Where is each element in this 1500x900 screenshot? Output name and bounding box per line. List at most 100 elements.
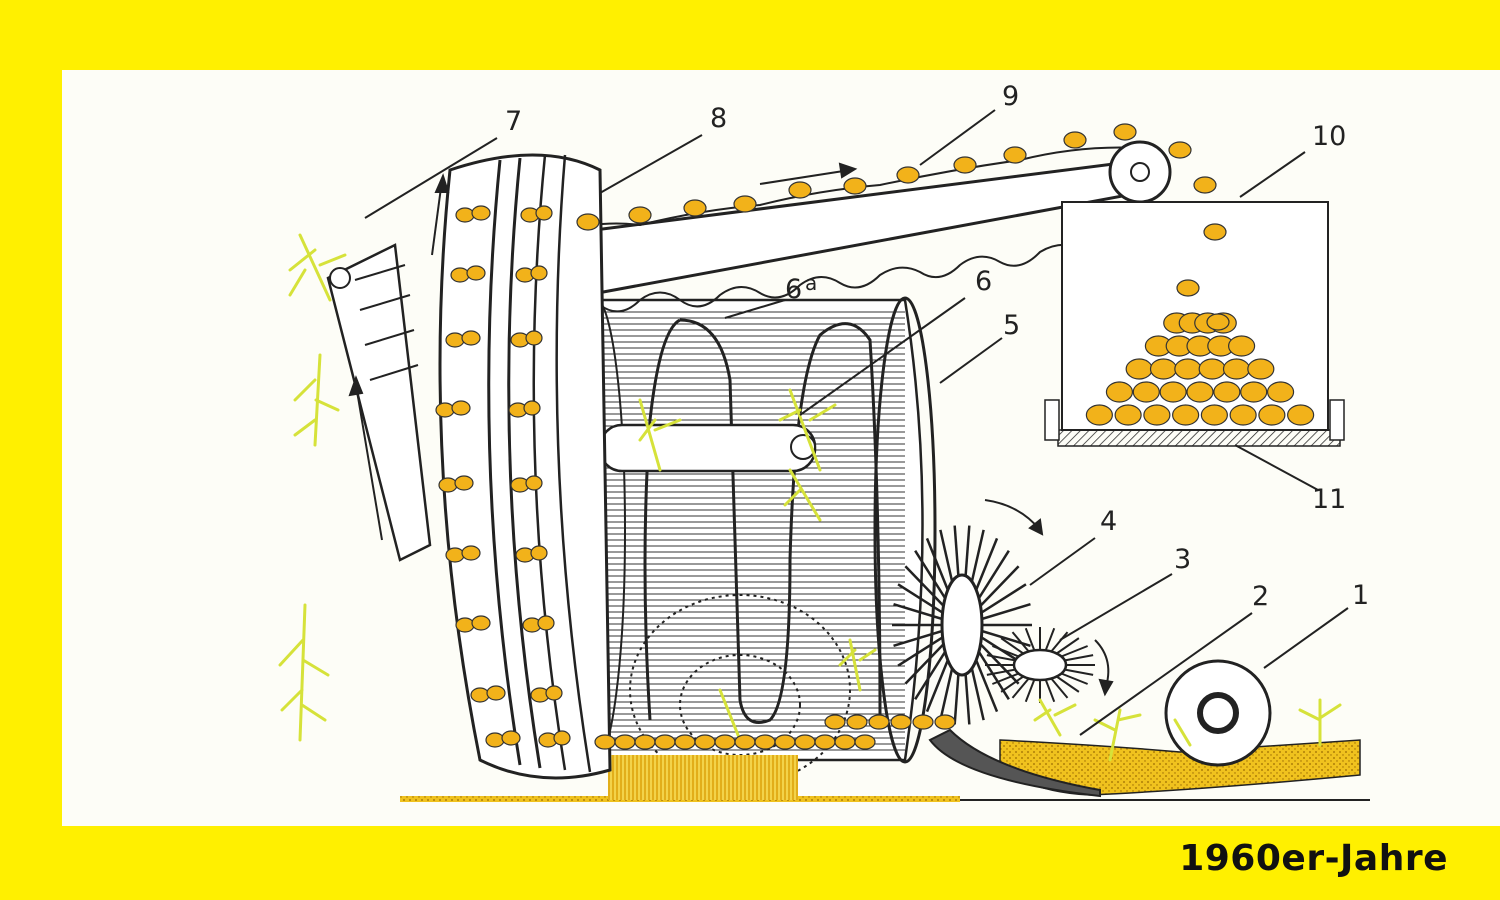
wheel-buckets <box>435 205 571 748</box>
label-2: 2 <box>1252 581 1269 612</box>
potato-pile <box>1085 312 1315 426</box>
potato-icon <box>953 156 977 174</box>
sieve-drum <box>564 296 937 786</box>
label-6a-sup: a <box>805 271 817 295</box>
potato-icon <box>1113 123 1137 141</box>
potato-icon <box>1203 223 1227 241</box>
potato-icon <box>438 477 458 493</box>
potato-icon <box>466 265 486 281</box>
potato-icon <box>1200 404 1228 426</box>
potato-icon <box>1213 381 1241 403</box>
haulm-leaves <box>278 233 1342 762</box>
potato-icon <box>486 685 506 701</box>
potato-icon <box>634 734 656 750</box>
potato-icon <box>445 547 465 563</box>
potato-icon <box>794 734 816 750</box>
brush-hub <box>940 573 984 677</box>
elevator-wheel <box>435 153 612 780</box>
potato-icon <box>455 617 475 633</box>
potato-icon <box>576 213 600 231</box>
label-6: 6 <box>975 266 992 297</box>
label-1: 1 <box>1352 580 1369 611</box>
potato-icon <box>1266 381 1295 403</box>
potato-icon <box>1222 358 1251 380</box>
label-10: 10 <box>1312 121 1346 152</box>
potato-icon <box>628 206 652 224</box>
label-3: 3 <box>1174 544 1191 575</box>
potato-icon <box>774 734 796 750</box>
potato-icon <box>525 475 543 491</box>
potato-icon <box>1114 404 1142 426</box>
potato-icon <box>435 402 455 418</box>
potato-icon <box>461 330 481 346</box>
potato-icon <box>1172 404 1200 426</box>
potato-icon <box>654 734 676 750</box>
potato-icon <box>846 714 868 730</box>
potato-icon <box>501 730 521 746</box>
potato-icon <box>525 330 543 346</box>
potato-icon <box>614 734 636 750</box>
potato-icon <box>1193 176 1217 194</box>
potato-icon <box>1168 141 1192 159</box>
potato-icon <box>537 615 555 631</box>
potato-icon <box>788 181 812 199</box>
potato-icon <box>1176 279 1200 297</box>
potato-icon <box>1229 404 1257 426</box>
potato-icon <box>545 685 563 701</box>
potato-icon <box>455 207 475 223</box>
potato-icon <box>734 734 756 750</box>
potato-icon <box>814 734 836 750</box>
potato-icon <box>714 734 736 750</box>
potato-icon <box>450 267 470 283</box>
label-8: 8 <box>710 103 727 134</box>
potato-icon <box>1227 335 1256 357</box>
potato-icon <box>1174 358 1202 380</box>
potato-icon <box>912 714 934 730</box>
potato-icon <box>1287 404 1315 426</box>
potato-icon <box>470 687 490 703</box>
potato-icon <box>1132 381 1160 403</box>
potato-icon <box>1149 358 1178 380</box>
potato-icon <box>461 545 481 561</box>
potato-icon <box>451 400 471 416</box>
potato-icon <box>890 714 912 730</box>
potato-icon <box>1258 404 1286 426</box>
label-4: 4 <box>1100 506 1117 537</box>
potato-icon <box>1186 381 1214 403</box>
potato-icon <box>868 714 890 730</box>
potato-icon <box>1105 381 1134 403</box>
potato-icon <box>1206 313 1230 331</box>
potato-icon <box>694 734 716 750</box>
potato-icon <box>674 734 696 750</box>
potato-icon <box>1240 381 1268 403</box>
potato-icon <box>1143 404 1171 426</box>
potato-icon <box>843 177 867 195</box>
drum-potatoes <box>594 714 956 750</box>
belt-potatoes <box>576 123 1227 297</box>
direction-arrows <box>348 162 1114 697</box>
potato-icon <box>854 734 876 750</box>
label-9: 9 <box>1002 81 1019 112</box>
potato-icon <box>1198 358 1226 380</box>
potato-icon <box>1125 358 1153 380</box>
label-5: 5 <box>1003 310 1020 341</box>
potato-icon <box>471 205 491 221</box>
potato-icon <box>934 714 956 730</box>
leader-lines <box>364 109 1349 736</box>
potato-icon <box>485 732 505 748</box>
potato-icon <box>471 615 491 631</box>
label-7: 7 <box>505 106 522 137</box>
potato-icon <box>454 475 474 491</box>
potato-icon <box>445 332 465 348</box>
potato-icon <box>553 730 571 746</box>
label-11: 11 <box>1312 484 1346 515</box>
potato-icon <box>1159 381 1187 403</box>
era-caption: 1960er-Jahre <box>1179 838 1448 879</box>
potato-icon <box>530 265 548 281</box>
discharge-soil <box>608 755 798 800</box>
potato-harvester-diagram: 1 2 3 4 5 6 6 a 7 8 9 10 11 <box>278 81 1370 802</box>
potato-icon <box>594 734 616 750</box>
potato-icon <box>1003 146 1027 164</box>
potato-icon <box>834 734 856 750</box>
